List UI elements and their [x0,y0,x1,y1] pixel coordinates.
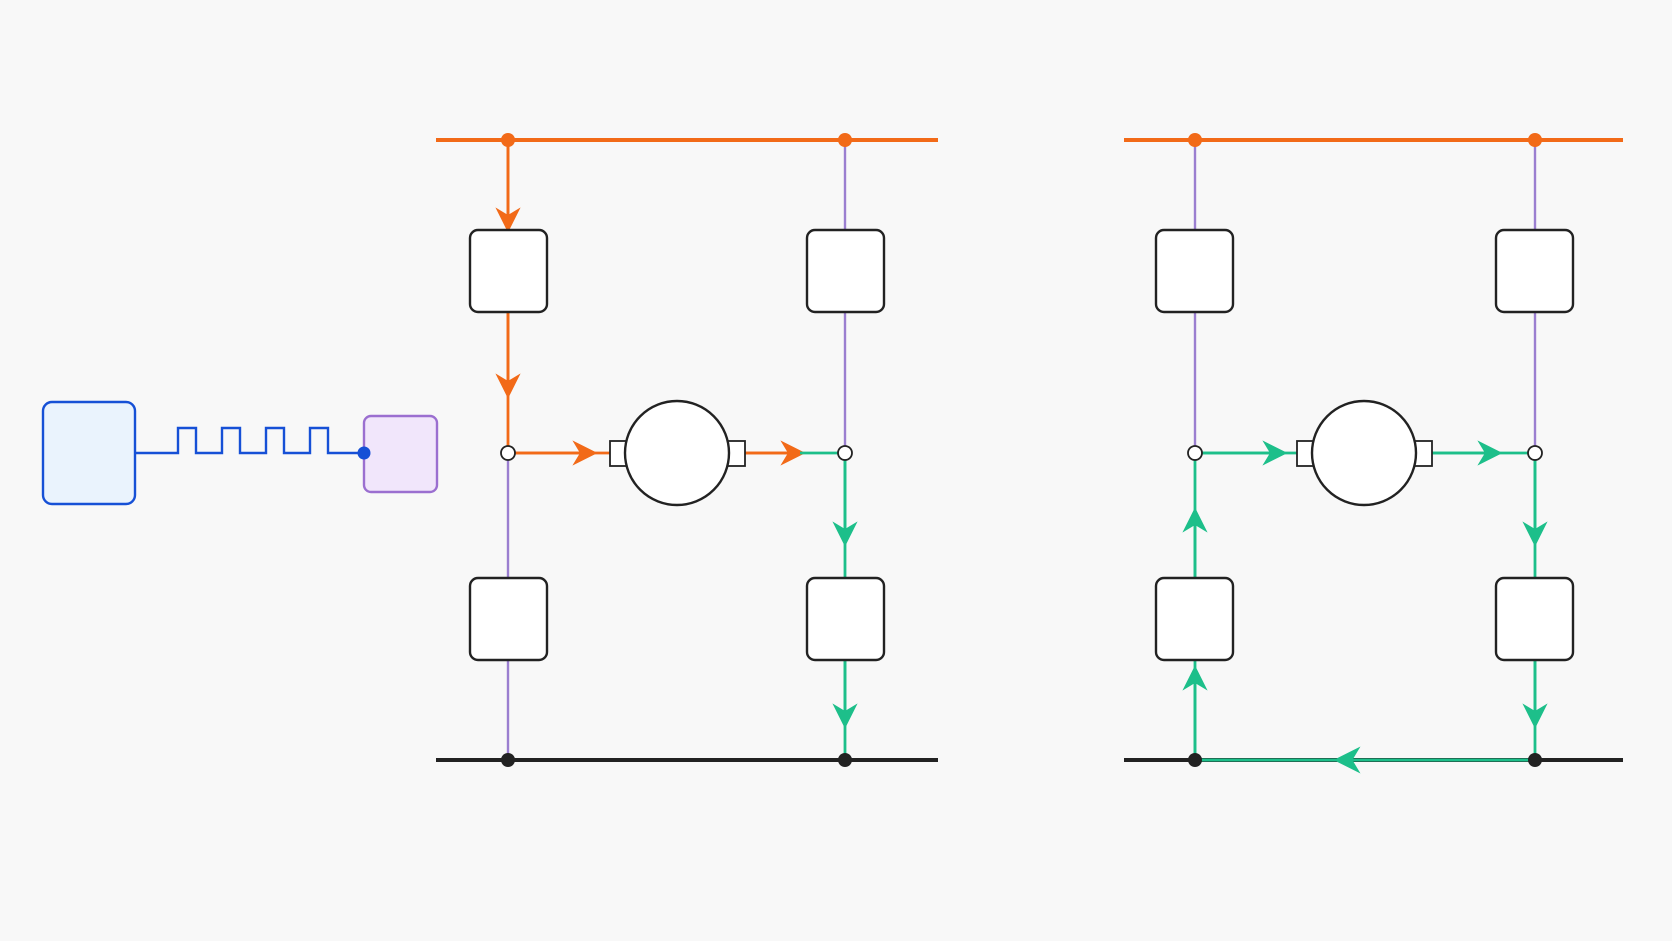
left-bridge-supply-node-right [838,133,852,147]
left-bridge-switch-top-left [468,228,549,314]
right-bridge-switch-bottom-left [1154,576,1235,662]
left-bridge-motor [623,399,731,507]
left-bridge-switch-bottom-left [468,576,549,662]
left-bridge-switch-top-right [805,228,886,314]
right-bridge-ground-node-left [1188,753,1202,767]
driver-input-dot [357,446,371,460]
left-bridge-switch-bottom-right [805,576,886,662]
pwm-stage [41,400,439,506]
h-bridge-right [1124,133,1623,774]
pwm-square-wave-icon [135,426,364,455]
left-bridge-ground-node-left [501,753,515,767]
left-bridge-motor-node-left [500,445,516,461]
h-bridge-left [436,133,938,767]
right-bridge-ground-node-right [1528,753,1542,767]
right-bridge-supply-node-right [1528,133,1542,147]
left-bridge-supply-node-left [501,133,515,147]
right-bridge-supply-node-left [1188,133,1202,147]
gate-driver-block [362,414,439,494]
right-bridge-motor-node-left [1187,445,1203,461]
left-bridge-ground-node-right [838,753,852,767]
right-bridge-motor [1310,399,1418,507]
controller-block [41,400,137,506]
right-bridge-motor-node-right [1527,445,1543,461]
right-bridge-switch-bottom-right [1494,576,1575,662]
right-bridge-switch-top-left [1154,228,1235,314]
right-bridge-switch-top-right [1494,228,1575,314]
left-bridge-motor-node-right [837,445,853,461]
